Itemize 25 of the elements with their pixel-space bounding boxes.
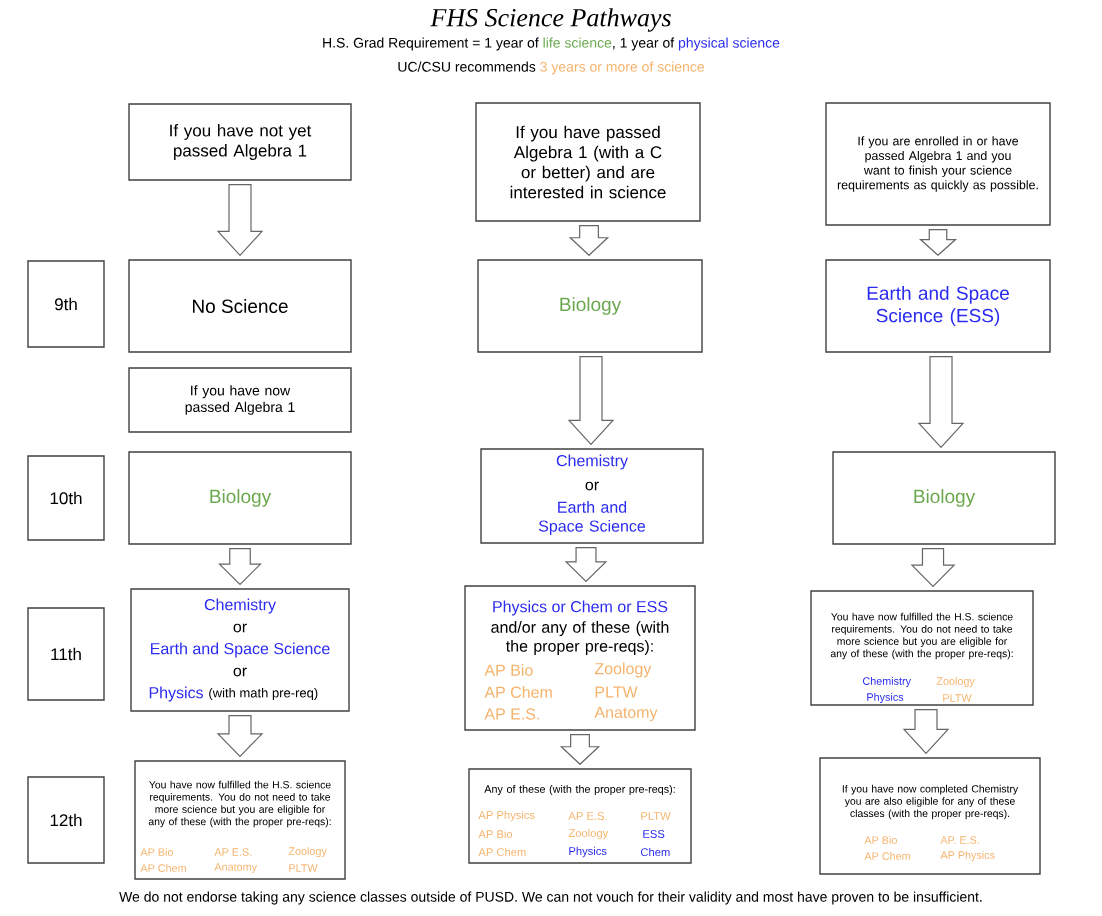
block-arrow xyxy=(568,225,610,257)
block-arrow xyxy=(917,356,965,449)
block-arrow xyxy=(218,548,262,586)
course-box: Biology xyxy=(832,451,1056,545)
title: FHS Science Pathways xyxy=(430,8,671,32)
block-arrow xyxy=(216,715,264,758)
grade-box: 10th xyxy=(27,455,105,541)
course-box: Biology xyxy=(477,259,703,353)
block-arrow xyxy=(564,547,608,583)
block-arrow xyxy=(902,709,950,755)
condition-box: If you have not yet passed Algebra 1 xyxy=(128,103,352,181)
course-box: Physics or Chem or ESS and/or any of these (with the proper pre-reqs): AP Bio Zoology AP Chem PLTW AP E.S. Anatomy xyxy=(464,585,696,731)
block-arrow xyxy=(567,356,615,446)
block-arrow xyxy=(910,548,956,588)
course-box: Earth and Space Science (ESS) xyxy=(825,259,1051,353)
course-box: Chemistry or Earth and Space Science xyxy=(480,448,704,544)
block-arrow xyxy=(559,734,601,766)
grade-box: 12th xyxy=(27,776,105,864)
grade-box: 11th xyxy=(27,607,105,701)
course-box: Biology xyxy=(128,451,352,545)
block-arrow xyxy=(918,229,958,257)
block-arrow xyxy=(216,184,264,257)
condition-box: If you have passed Algebra 1 (with a C or better) and are interested in science xyxy=(475,102,701,222)
course-box: No Science xyxy=(128,259,352,353)
grade-box: 9th xyxy=(27,260,105,348)
